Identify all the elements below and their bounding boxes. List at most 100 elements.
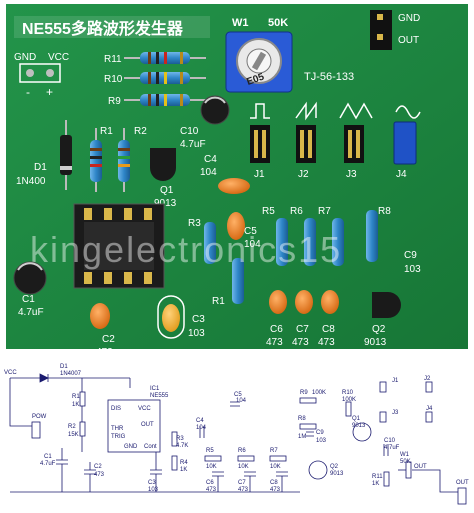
sch-c6: C6: [206, 480, 214, 486]
label-q1-value: 9013: [154, 198, 177, 209]
sch-c9-value: 103: [316, 438, 327, 444]
sch-w1: W1: [400, 452, 410, 458]
sch-r4-value: 1K: [180, 467, 187, 473]
label-c1: C1: [22, 294, 35, 305]
sch-r1: R1: [72, 394, 80, 400]
sch-pin-cont: Cont: [144, 444, 157, 450]
sch-pow: POW: [32, 414, 47, 420]
label-j2: J2: [298, 169, 309, 180]
sch-c2: C2: [94, 464, 102, 470]
label-c10: C10: [180, 126, 199, 137]
sch-r9: R9: [300, 390, 308, 396]
board-model: TJ-56-133: [304, 71, 354, 83]
sch-r1-value: 1K: [72, 402, 79, 408]
sch-r9-value: 100K: [312, 390, 326, 396]
jumper-j1[interactable]: [250, 125, 270, 163]
sch-r11-value: 1K: [372, 481, 379, 487]
label-c4: C4: [204, 154, 217, 165]
power-minus-label: -: [26, 85, 30, 99]
sch-r11: R11: [372, 474, 383, 480]
sch-pin-vcc: VCC: [138, 406, 151, 412]
label-c8: C8: [322, 324, 335, 335]
label-c5-value: 104: [244, 239, 261, 250]
sch-r5: R5: [206, 448, 214, 454]
capacitor-c2: [90, 303, 110, 329]
power-gnd-label: GND: [14, 52, 36, 63]
schematic-q1: [352, 422, 372, 442]
sch-j4: J4: [426, 406, 433, 412]
sch-vcc: VCC: [4, 370, 17, 376]
label-c2: C2: [102, 334, 115, 345]
label-r10: R10: [104, 74, 123, 85]
label-r8: R8: [378, 206, 391, 217]
label-c8-value: 473: [318, 337, 335, 348]
sch-j2: J2: [424, 376, 431, 382]
sine-wave-icon: [395, 105, 421, 119]
sch-r8-value: 1M: [298, 434, 306, 440]
label-c7: C7: [296, 324, 309, 335]
capacitor-c6: [269, 290, 287, 314]
sch-r3: R3: [176, 436, 184, 442]
sch-c2-value: 473: [94, 472, 105, 478]
label-r7: R7: [318, 206, 331, 217]
sch-q2: Q2: [330, 464, 339, 470]
resistor-r4: [232, 258, 244, 304]
label-c6-value: 473: [266, 337, 283, 348]
label-r5: R5: [262, 206, 275, 217]
sch-w1-value: 50K: [400, 459, 411, 465]
sch-c4-value: 104: [196, 425, 207, 431]
sch-r2-value: 15K: [68, 432, 79, 438]
label-j4: J4: [396, 169, 407, 180]
jumper-j2[interactable]: [296, 125, 316, 163]
sawtooth-wave-icon: [295, 101, 317, 121]
sch-r7-value: 10K: [270, 464, 281, 470]
capacitor-c8: [321, 290, 339, 314]
label-r9: R9: [108, 96, 121, 107]
square-wave-icon: [250, 103, 270, 119]
label-r6: R6: [290, 206, 303, 217]
jumper-j3[interactable]: [344, 125, 364, 163]
sch-out-header: OUT: [456, 480, 469, 486]
resistor-r10: [124, 72, 206, 84]
sch-r8: R8: [298, 416, 306, 422]
capacitor-c3: [162, 304, 180, 332]
label-c6: C6: [270, 324, 283, 335]
capacitor-c10: [200, 95, 230, 125]
sch-pin-dis: DIS: [111, 406, 121, 412]
label-q2-value: 9013: [364, 337, 387, 348]
resistor-r11: [124, 52, 206, 64]
label-c9: C9: [404, 250, 417, 261]
resistor-r7: [332, 218, 344, 266]
pot-value: 50K: [268, 17, 288, 29]
label-q2: Q2: [372, 324, 386, 335]
power-plus-label: +: [46, 85, 53, 99]
sch-c7-value: 473: [238, 487, 249, 493]
sch-c8: C8: [270, 480, 278, 486]
sch-c3: C3: [148, 480, 156, 486]
watermark: kingelectronics15: [30, 229, 342, 270]
sch-d1-value: 1N4007: [60, 371, 82, 377]
label-j3: J3: [346, 169, 357, 180]
diode-d1: [60, 120, 72, 190]
sch-c10: C10: [384, 438, 396, 444]
power-terminal[interactable]: [19, 63, 61, 83]
label-c2-value: 473: [96, 347, 113, 352]
sch-c1: C1: [44, 454, 52, 460]
label-c9-value: 103: [404, 264, 421, 275]
output-header[interactable]: [370, 10, 392, 50]
label-j1: J1: [254, 169, 265, 180]
sch-pin-thr: THR: [111, 426, 124, 432]
label-d1-value: 1N400: [16, 176, 46, 187]
sch-c5: C5: [234, 392, 242, 398]
resistor-r9: [124, 94, 206, 106]
header-gnd-label: GND: [398, 13, 420, 24]
sch-q2-value: 9013: [330, 471, 344, 477]
jumper-j4[interactable]: [393, 121, 417, 165]
capacitor-c7: [295, 290, 313, 314]
label-c4-value: 104: [200, 167, 217, 178]
label-d1: D1: [34, 162, 47, 173]
sch-q1-value: 9013: [352, 423, 366, 429]
sch-r10: R10: [342, 390, 354, 396]
label-r11: R11: [104, 54, 122, 65]
label-c3: C3: [192, 314, 205, 325]
